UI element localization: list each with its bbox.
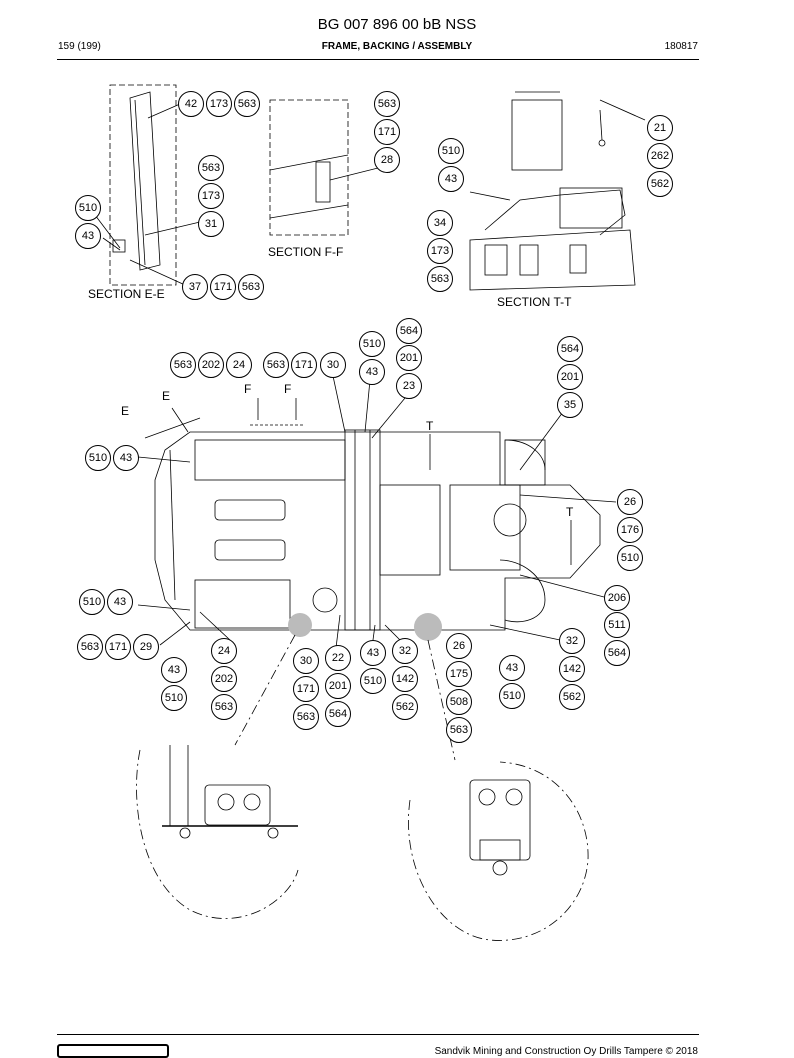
- part-callout: 201: [325, 673, 351, 699]
- section-ee-view: [94, 84, 201, 286]
- part-callout: 43: [161, 657, 187, 683]
- part-callout: 262: [647, 143, 673, 169]
- part-callout: 21: [647, 115, 673, 141]
- part-callout: 510: [161, 685, 187, 711]
- part-callout: 563: [374, 91, 400, 117]
- part-callout: 511: [604, 612, 630, 638]
- part-callout: 510: [75, 195, 101, 221]
- part-callout: 173: [198, 183, 224, 209]
- part-callout: 563: [170, 352, 196, 378]
- copyright-text: Sandvik Mining and Construction Oy Drill…: [434, 1046, 698, 1057]
- detail-views: [136, 634, 589, 941]
- part-callout: 35: [557, 392, 583, 418]
- part-callout: 563: [263, 352, 289, 378]
- part-callout: 510: [499, 683, 525, 709]
- part-callout: 510: [359, 331, 385, 357]
- section-ff-label: SECTION F-F: [268, 245, 344, 259]
- part-callout: 43: [107, 589, 133, 615]
- part-callout: 23: [396, 373, 422, 399]
- part-callout: 564: [604, 640, 630, 666]
- document-number: BG 007 896 00 bB NSS: [317, 16, 477, 33]
- part-callout: 206: [604, 585, 630, 611]
- section-tt-label: SECTION T-T: [497, 295, 572, 309]
- view-letter-e: E: [121, 404, 130, 418]
- part-callout: 30: [320, 352, 346, 378]
- part-callout: 563: [446, 717, 472, 743]
- part-callout: 32: [559, 628, 585, 654]
- part-callout: 32: [392, 638, 418, 664]
- part-callout: 563: [293, 704, 319, 730]
- part-callout: 563: [77, 634, 103, 660]
- part-callout: 202: [198, 352, 224, 378]
- part-callout: 564: [396, 318, 422, 344]
- view-letter-t: T: [426, 419, 434, 433]
- part-callout: 510: [85, 445, 111, 471]
- part-callout: 510: [617, 545, 643, 571]
- part-callout: 510: [438, 138, 464, 164]
- part-callout: 29: [133, 634, 159, 660]
- footer-divider: [57, 1034, 699, 1035]
- part-callout: 202: [211, 666, 237, 692]
- part-callout: 564: [325, 701, 351, 727]
- brand-logo: [57, 1044, 169, 1058]
- part-callout: 34: [427, 210, 453, 236]
- part-callout: 24: [211, 638, 237, 664]
- part-callout: 26: [446, 633, 472, 659]
- view-letter-f: F: [284, 382, 292, 396]
- part-callout: 508: [446, 689, 472, 715]
- part-callout: 563: [238, 274, 264, 300]
- section-ee-label: SECTION E-E: [88, 287, 165, 301]
- part-callout: 176: [617, 517, 643, 543]
- part-callout: 564: [557, 336, 583, 362]
- section-tt-view: [469, 91, 646, 291]
- part-callout: 43: [113, 445, 139, 471]
- part-callout: 43: [75, 223, 101, 249]
- part-callout: 43: [359, 359, 385, 385]
- part-callout: 562: [647, 171, 673, 197]
- part-callout: 510: [79, 589, 105, 615]
- part-callout: 142: [559, 656, 585, 682]
- part-callout: 171: [105, 634, 131, 660]
- part-callout: 24: [226, 352, 252, 378]
- page-number: 159 (199): [58, 41, 101, 52]
- part-callout: 562: [392, 694, 418, 720]
- part-callout: 43: [438, 166, 464, 192]
- document-code: 180817: [664, 41, 698, 52]
- part-callout: 43: [360, 640, 386, 666]
- part-callout: 201: [396, 345, 422, 371]
- part-callout: 171: [291, 352, 317, 378]
- part-callout: 173: [427, 238, 453, 264]
- part-callout: 142: [392, 666, 418, 692]
- part-callout: 171: [210, 274, 236, 300]
- part-callout: 201: [557, 364, 583, 390]
- part-callout: 37: [182, 274, 208, 300]
- view-letter-f: F: [244, 382, 252, 396]
- part-callout: 563: [198, 155, 224, 181]
- part-callout: 31: [198, 211, 224, 237]
- part-callout: 43: [499, 655, 525, 681]
- page-title: FRAME, BACKING / ASSEMBLY: [321, 41, 473, 52]
- view-letter-t: T: [566, 505, 574, 519]
- part-callout: 30: [293, 648, 319, 674]
- view-letter-e: E: [162, 389, 171, 403]
- part-callout: 563: [234, 91, 260, 117]
- header-divider: [57, 59, 699, 60]
- part-callout: 28: [374, 147, 400, 173]
- frame-top-view: [137, 375, 617, 649]
- section-ff-view: [269, 99, 379, 236]
- part-callout: 22: [325, 645, 351, 671]
- part-callout: 175: [446, 661, 472, 687]
- part-callout: 42: [178, 91, 204, 117]
- part-callout: 563: [427, 266, 453, 292]
- part-callout: 562: [559, 684, 585, 710]
- part-callout: 171: [293, 676, 319, 702]
- part-callout: 510: [360, 668, 386, 694]
- part-callout: 173: [206, 91, 232, 117]
- part-callout: 26: [617, 489, 643, 515]
- part-callout: 171: [374, 119, 400, 145]
- part-callout: 563: [211, 694, 237, 720]
